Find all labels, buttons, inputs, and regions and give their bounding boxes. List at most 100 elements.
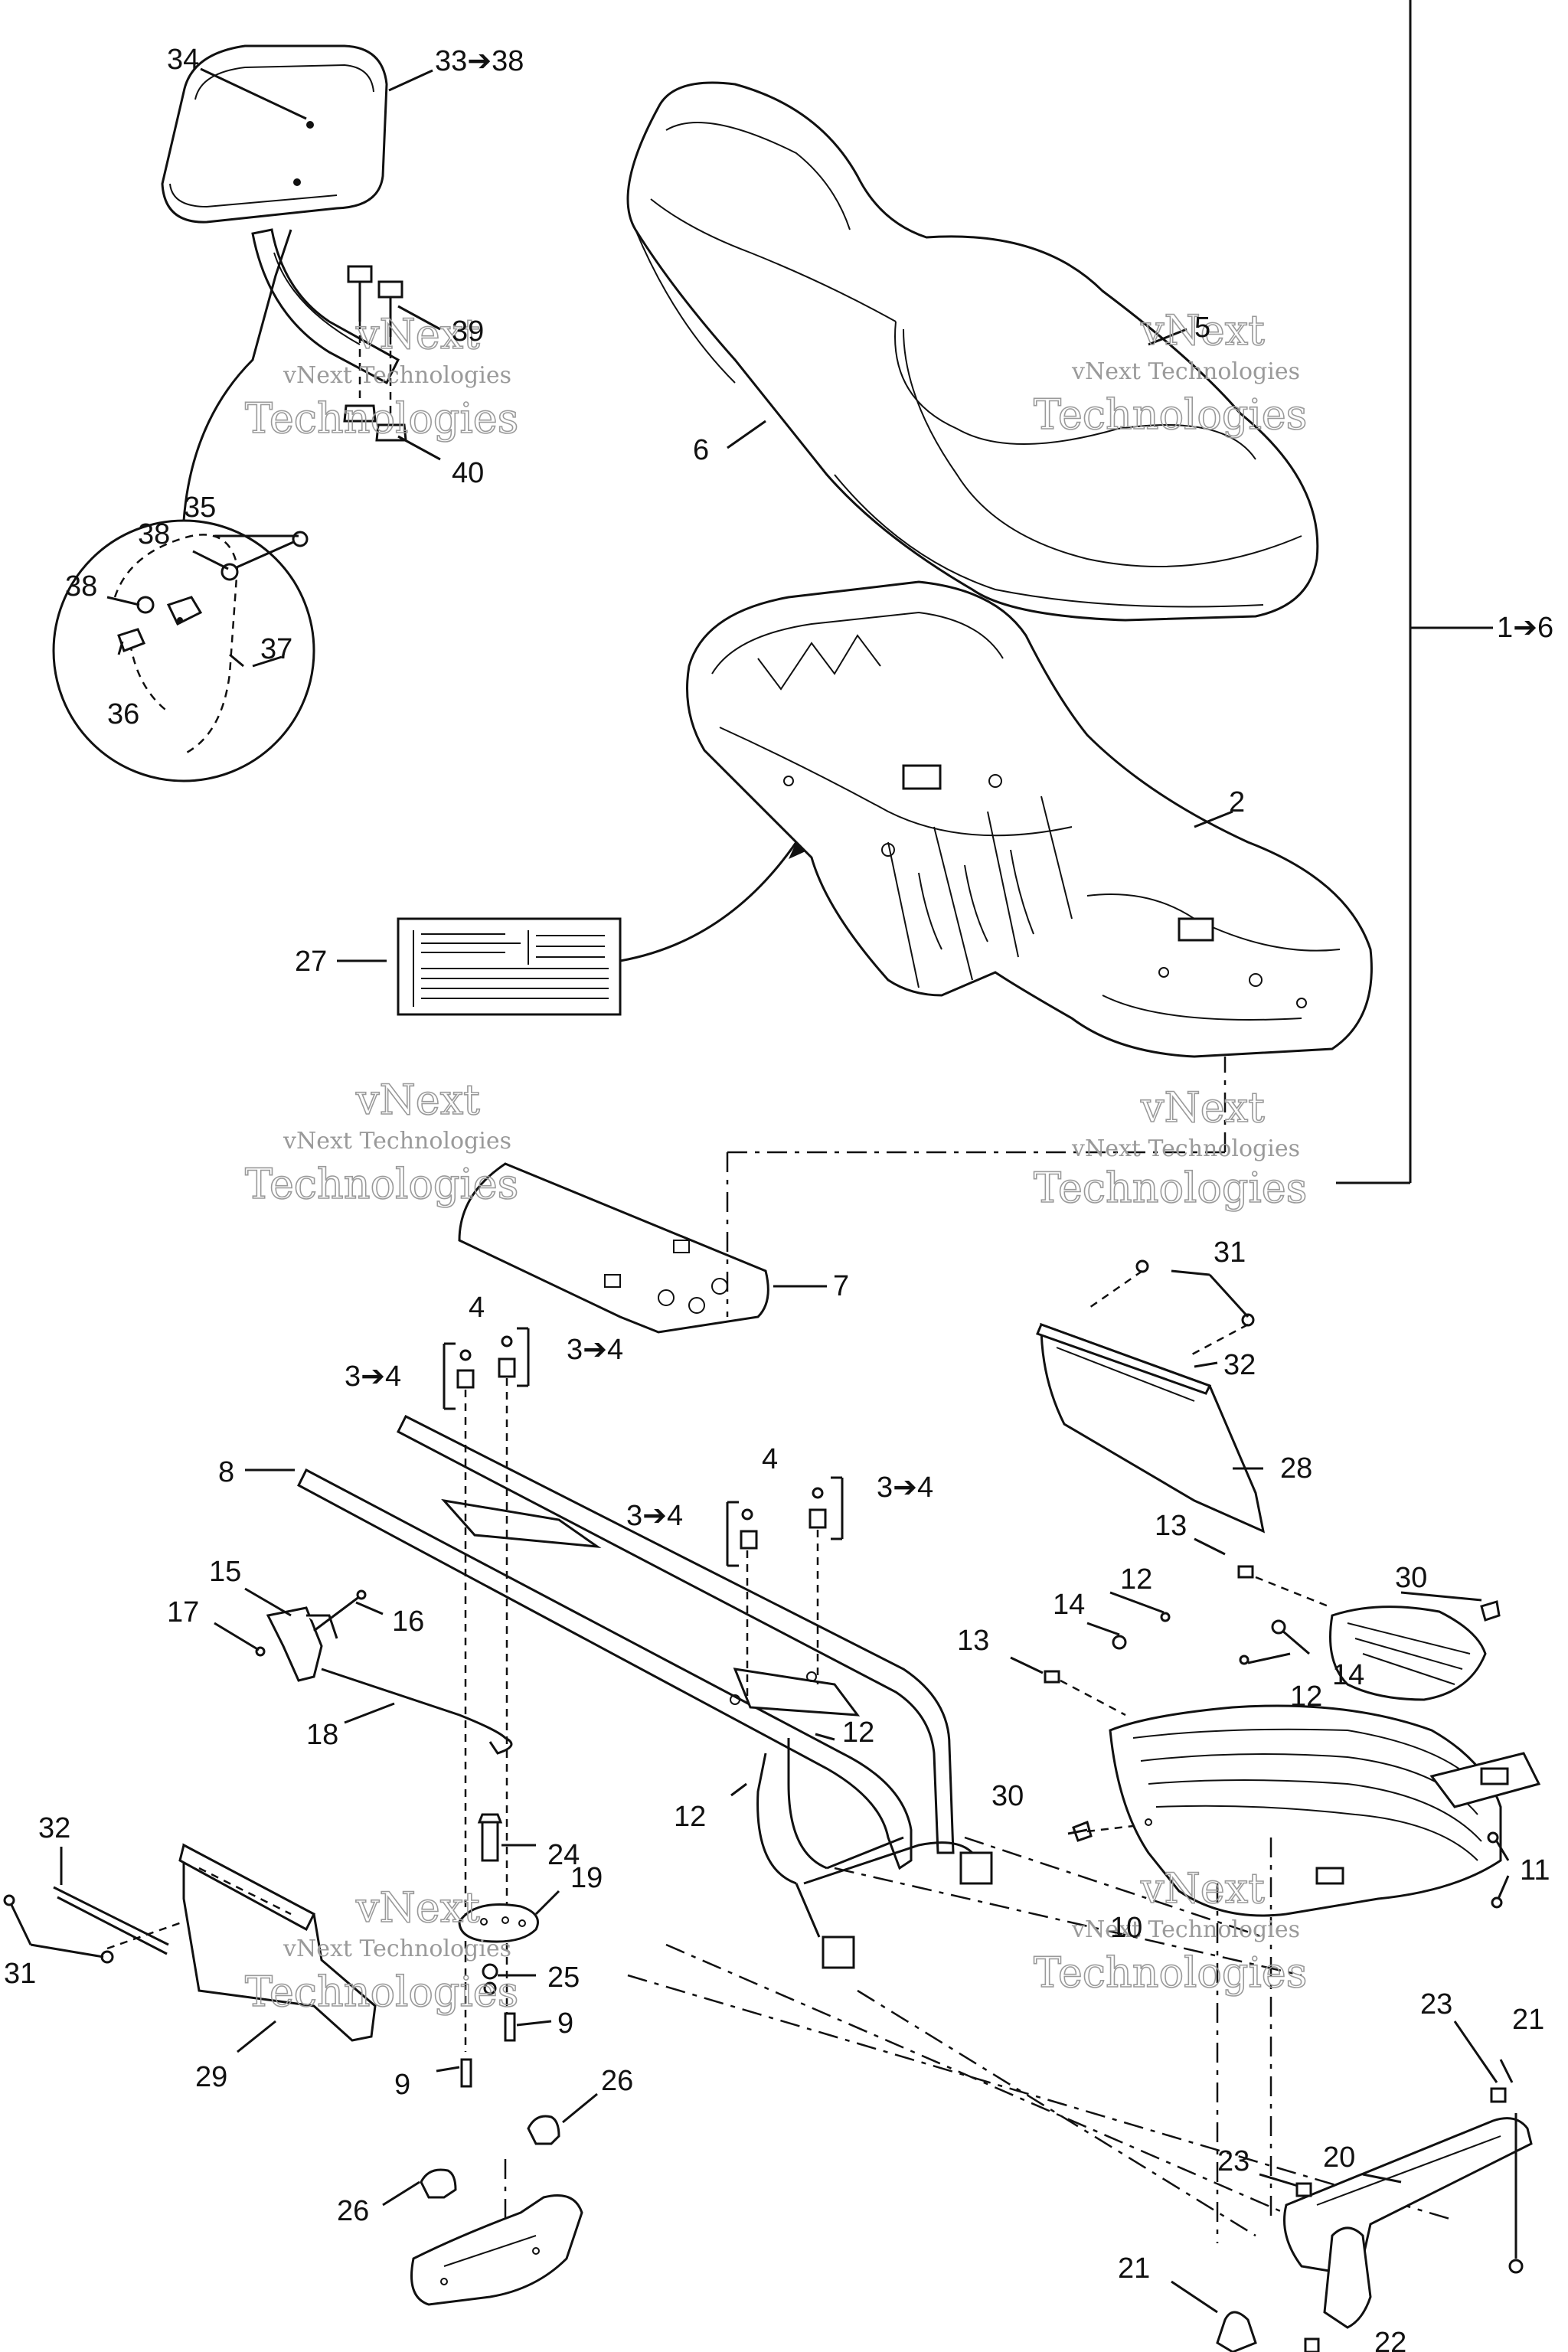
seat-frame xyxy=(297,1414,993,1969)
callout-31-a: 31 xyxy=(1214,1236,1246,1269)
callout-31-b: 31 xyxy=(4,1958,36,1990)
svg-text:vNext: vNext xyxy=(1140,306,1265,354)
callout-35: 35 xyxy=(184,492,216,524)
callout-9-a: 9 xyxy=(557,2007,573,2040)
callout-22: 22 xyxy=(1374,2327,1406,2352)
svg-text:vNext: vNext xyxy=(355,1076,480,1124)
svg-text:vNext: vNext xyxy=(1140,1083,1265,1132)
callout-36: 36 xyxy=(107,698,139,730)
watermark-bottom-left: vNext Technologies vNext Technologies xyxy=(244,1883,519,2017)
svg-text:vNext Technologies: vNext Technologies xyxy=(1071,1135,1300,1162)
svg-text:vNext: vNext xyxy=(355,310,480,358)
callout-27: 27 xyxy=(295,946,327,978)
callout-40: 40 xyxy=(452,457,484,489)
kit-bracket xyxy=(1336,0,1493,1184)
callout-26-b: 26 xyxy=(337,2195,369,2227)
mount-parts xyxy=(410,1813,583,2306)
backrest-assembly xyxy=(161,44,400,385)
callout-30-b: 30 xyxy=(991,1780,1024,1812)
callout-19: 19 xyxy=(570,1862,603,1894)
callout-21-b: 21 xyxy=(1118,2252,1150,2285)
callout-12-b: 12 xyxy=(1290,1681,1322,1713)
callout-37: 37 xyxy=(260,633,292,665)
detail-view-circle xyxy=(52,229,315,782)
svg-text:Technologies: Technologies xyxy=(245,1160,518,1208)
callout-23-b: 23 xyxy=(1217,2145,1250,2177)
callout-32-b: 32 xyxy=(38,1812,70,1844)
callout-12-a: 12 xyxy=(1120,1563,1152,1596)
callout-4-b: 4 xyxy=(762,1443,778,1475)
alignment-lines xyxy=(504,1836,1455,2243)
warning-label-27 xyxy=(397,841,805,1016)
callout-13-b: 13 xyxy=(957,1625,989,1657)
watermark-top-left: vNext Technologies vNext Technologies xyxy=(244,309,519,443)
side-shield-29 xyxy=(3,1843,377,2042)
callout-7: 7 xyxy=(833,1270,849,1302)
watermark-bottom-right: vNext Technologies vNext Technologies xyxy=(1033,1864,1308,1998)
callout-labels: 34 33➔38 39 40 35 38 38 37 36 5 6 1➔6 2 … xyxy=(4,44,1553,2352)
callout-13-a: 13 xyxy=(1155,1510,1187,1542)
callout-16: 16 xyxy=(392,1606,424,1638)
callout-30-a: 30 xyxy=(1395,1562,1427,1594)
callout-6: 6 xyxy=(693,434,709,466)
callout-4-a: 4 xyxy=(469,1292,485,1324)
svg-text:Technologies: Technologies xyxy=(245,394,518,443)
callout-10: 10 xyxy=(1110,1912,1142,1944)
callout-20: 20 xyxy=(1323,2141,1355,2174)
svg-text:vNext Technologies: vNext Technologies xyxy=(283,362,511,389)
callout-3-4-a: 3➔4 xyxy=(345,1361,401,1393)
callout-26-a: 26 xyxy=(601,2065,633,2097)
rear-bracket-20 xyxy=(1216,2087,1533,2352)
callout-23-a: 23 xyxy=(1420,1988,1452,2020)
seat-cover xyxy=(626,81,1319,622)
svg-text:vNext Technologies: vNext Technologies xyxy=(283,1936,511,1962)
callout-24: 24 xyxy=(547,1839,580,1871)
leader-lines xyxy=(10,67,1514,2314)
svg-text:vNext Technologies: vNext Technologies xyxy=(283,1128,511,1155)
svg-text:vNext Technologies: vNext Technologies xyxy=(1071,1916,1300,1943)
callout-15: 15 xyxy=(209,1556,241,1588)
callout-3-4-b: 3➔4 xyxy=(567,1334,623,1366)
callout-18: 18 xyxy=(306,1719,338,1751)
callout-14-b: 14 xyxy=(1332,1659,1364,1691)
watermark-mid-right: vNext Technologies vNext Technologies xyxy=(1033,1083,1308,1213)
svg-text:Technologies: Technologies xyxy=(1034,1164,1307,1212)
callout-17: 17 xyxy=(167,1596,199,1628)
callout-12-d: 12 xyxy=(674,1801,706,1833)
callout-9-b: 9 xyxy=(394,2069,410,2101)
callout-2: 2 xyxy=(1229,786,1245,818)
callout-11: 11 xyxy=(1520,1854,1550,1886)
rear-rack-10 xyxy=(1044,1565,1541,1917)
seat-mat xyxy=(458,1057,1227,1334)
svg-text:Technologies: Technologies xyxy=(1034,390,1307,439)
svg-text:vNext: vNext xyxy=(1140,1864,1265,1913)
callout-38-a: 38 xyxy=(138,518,170,550)
callout-21-a: 21 xyxy=(1512,2004,1544,2036)
watermark-mid-left: vNext Technologies vNext Technologies xyxy=(244,1075,519,1209)
seat-base xyxy=(686,580,1373,1058)
callout-32-a: 32 xyxy=(1223,1349,1256,1381)
callout-14-a: 14 xyxy=(1053,1589,1085,1621)
clips-right xyxy=(726,1476,844,1704)
svg-text:vNext Technologies: vNext Technologies xyxy=(1071,358,1300,385)
callout-3-4-c: 3➔4 xyxy=(626,1500,683,1532)
svg-text:Technologies: Technologies xyxy=(1034,1949,1307,1997)
callout-39: 39 xyxy=(452,315,484,348)
callout-3-4-d: 3➔4 xyxy=(877,1472,933,1504)
callout-1-6: 1➔6 xyxy=(1497,612,1553,644)
rear-shield-28 xyxy=(1036,1259,1266,1534)
callout-8: 8 xyxy=(218,1456,234,1488)
callout-38-b: 38 xyxy=(65,570,97,603)
callout-34: 34 xyxy=(167,44,199,76)
svg-text:Technologies: Technologies xyxy=(245,1968,518,2016)
callout-25: 25 xyxy=(547,1962,580,1994)
watermark-top-right: vNext Technologies vNext Technologies xyxy=(1033,305,1308,439)
latch-assembly xyxy=(255,1589,513,1755)
callout-28: 28 xyxy=(1280,1452,1312,1485)
callout-33-38: 33➔38 xyxy=(435,45,524,77)
svg-text:vNext: vNext xyxy=(355,1883,480,1932)
callout-5: 5 xyxy=(1194,312,1210,344)
callout-29: 29 xyxy=(195,2061,227,2093)
callout-12-c: 12 xyxy=(842,1717,874,1749)
